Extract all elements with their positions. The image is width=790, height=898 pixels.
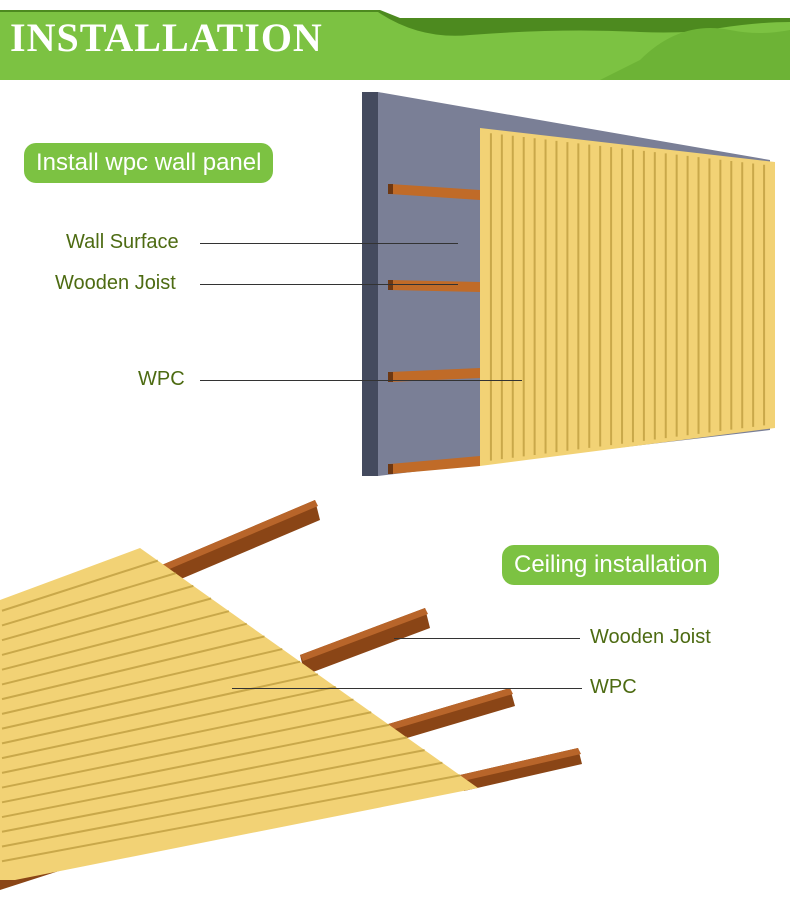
- wall-joist-label: Wooden Joist: [55, 272, 176, 294]
- ceiling-joist-leader: [394, 638, 580, 639]
- banner-shape: [0, 10, 790, 80]
- wall-wpc-leader: [200, 380, 522, 381]
- wall-wpc-panel: [480, 128, 775, 466]
- title-banner: INSTALLATION: [0, 0, 790, 80]
- ceiling-wpc-panel: [0, 548, 478, 880]
- ceiling-section-heading: Ceiling installation: [502, 545, 720, 585]
- wall-surface-label: Wall Surface: [66, 231, 179, 253]
- page-title: INSTALLATION: [10, 15, 323, 60]
- wall-panel-grooves: [489, 133, 766, 461]
- ceiling-wpc-label: WPC: [590, 676, 637, 698]
- wall-surface-leader: [200, 243, 458, 244]
- ceiling-wpc-leader: [232, 688, 582, 689]
- wall-section-heading: Install wpc wall panel: [24, 143, 274, 183]
- wall-joist-leader: [200, 284, 458, 285]
- ceiling-panel-grooves: [1, 559, 461, 863]
- ceiling-joists: [0, 500, 582, 890]
- wall-joists: [388, 184, 480, 474]
- wall-wpc-label: WPC: [138, 368, 185, 390]
- ceiling-joist-label: Wooden Joist: [590, 626, 711, 648]
